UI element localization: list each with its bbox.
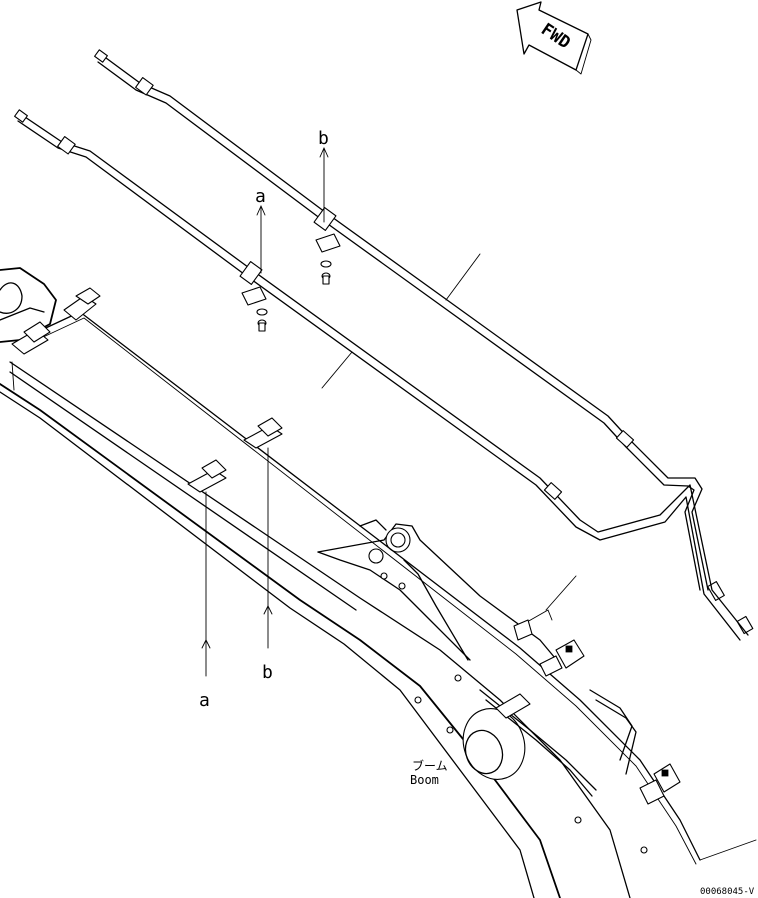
reference-label-b-bottom: b <box>262 662 273 683</box>
part-leader-lines <box>321 253 757 861</box>
boom-clamps <box>11 287 283 493</box>
connector-block <box>555 639 585 669</box>
tube-end-fitting <box>94 49 108 63</box>
tube-clamp <box>135 77 154 96</box>
forward-direction-arrow: FWD <box>516 1 592 75</box>
connector-block <box>653 763 681 793</box>
reference-label-a-top: a <box>255 186 266 207</box>
clamp-a-upper <box>239 261 268 332</box>
lower-hydraulic-tube <box>14 109 749 641</box>
hose-connectors <box>495 619 681 805</box>
boom-label-japanese: ブーム <box>412 758 448 773</box>
tube-fitting <box>736 615 754 635</box>
tube-joint <box>615 430 635 448</box>
reference-label-a-bottom: a <box>199 690 210 711</box>
reference-arrows <box>201 147 329 677</box>
drawing-id: 00068045-V <box>700 887 755 897</box>
tube-end-fitting <box>14 109 28 123</box>
upper-hydraulic-tube <box>94 49 754 635</box>
boom-label-english: Boom <box>410 773 439 787</box>
clamp-b-upper <box>313 207 341 285</box>
boom-structure <box>0 267 701 898</box>
reference-label-b-top: b <box>318 128 329 149</box>
tube-clamp <box>57 136 76 155</box>
tube-joint <box>543 482 563 500</box>
